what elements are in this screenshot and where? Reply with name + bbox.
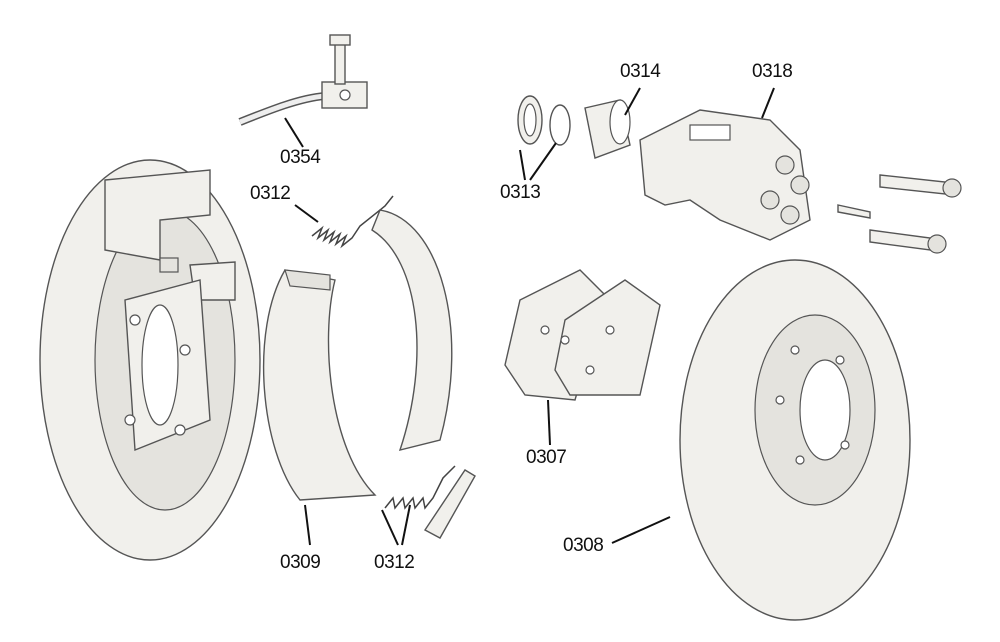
brake-shoes: [262, 209, 453, 501]
brake-disc: [679, 259, 911, 621]
brake-hose-part: [238, 34, 368, 126]
brake-pads: [504, 269, 661, 401]
label-disc: 0308: [563, 535, 604, 556]
label-piston: 0314: [620, 61, 661, 82]
return-spring-top: [311, 195, 394, 249]
label-spring-top: 0312: [250, 183, 291, 204]
caliper-part: [639, 109, 811, 241]
label-seals: 0313: [500, 182, 541, 203]
leader-lines: [284, 87, 775, 546]
guide-pins: [837, 174, 962, 254]
adjuster-spring-bottom: [384, 465, 476, 539]
label-brake-hose: 0354: [280, 147, 321, 168]
piston-seals: [517, 95, 631, 159]
label-spring-bottom: 0312: [374, 552, 415, 573]
backing-plate: [39, 159, 261, 561]
label-caliper: 0318: [752, 61, 793, 82]
label-pads: 0307: [526, 447, 567, 468]
label-shoe: 0309: [280, 552, 321, 573]
